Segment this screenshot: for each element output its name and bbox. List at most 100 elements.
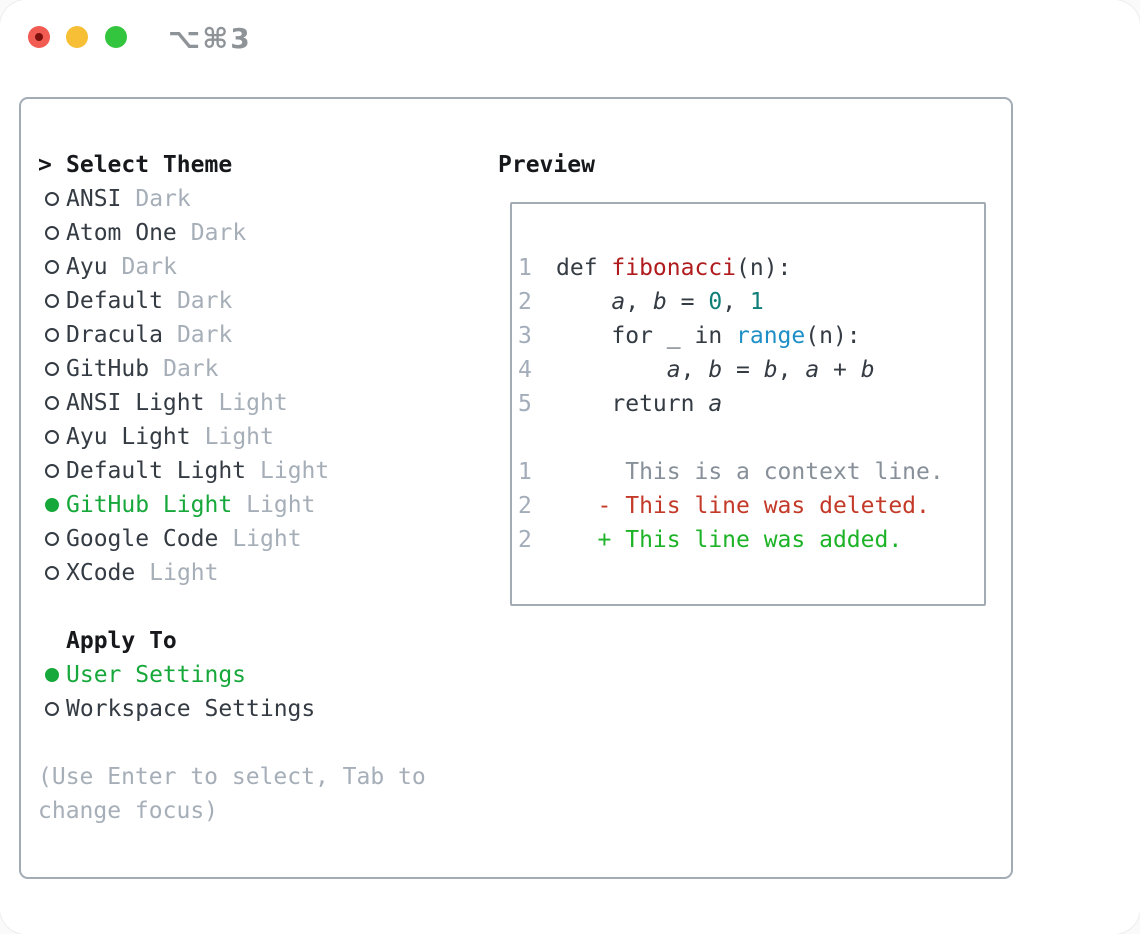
preview-code-line: 2 + This line was added. [518, 523, 984, 557]
apply-to-option[interactable]: User Settings [38, 658, 488, 692]
code-token [556, 289, 611, 315]
theme-option[interactable]: Default Light Light [38, 454, 488, 488]
code-token: + This line was added. [597, 527, 903, 553]
code-token: This is a context line. [556, 459, 944, 485]
code-token: (n): [736, 255, 792, 281]
option-variant-label: Dark [121, 254, 177, 280]
close-button[interactable] [28, 26, 50, 48]
code-token: return [556, 391, 709, 417]
radio-icon [45, 192, 59, 206]
option-label: ANSI [66, 186, 122, 212]
option-variant-label: Dark [190, 220, 247, 246]
theme-option[interactable]: GitHub Light Light [38, 488, 488, 522]
minimize-button[interactable] [66, 26, 88, 48]
option-variant-label: Light [260, 458, 330, 484]
code-token [556, 357, 667, 383]
code-token: - This line was deleted. [597, 493, 930, 519]
preview-code-line: 1 This is a context line. [518, 455, 984, 489]
line-number: 3 [518, 323, 532, 349]
option-variant-label: Light [218, 390, 288, 416]
select-theme-heading: > Select Theme [38, 148, 488, 182]
code-token: b [860, 357, 875, 383]
option-variant-label: Dark [163, 356, 219, 382]
theme-option[interactable]: ANSI Dark [38, 182, 488, 216]
select-theme-heading-label: Select Theme [66, 152, 233, 178]
code-token: , [680, 357, 709, 383]
code-token: a [666, 357, 681, 383]
option-variant-label: Dark [176, 288, 233, 314]
code-token: a [611, 289, 626, 315]
option-variant-label: Light [149, 560, 219, 586]
option-label: GitHub Light [66, 492, 233, 518]
code-token: , [625, 289, 653, 315]
code-token: , [777, 357, 806, 383]
apply-to-option[interactable]: Workspace Settings [38, 692, 488, 726]
line-number: 2 [518, 493, 532, 519]
line-number: 1 [518, 255, 532, 281]
apply-to-heading-label: Apply To [66, 628, 177, 654]
code-token: b [708, 357, 723, 383]
radio-icon [45, 702, 59, 716]
option-label: Ayu Light [66, 424, 191, 450]
option-variant-label: Light [246, 492, 316, 518]
window-title: ⌥⌘3 [168, 22, 252, 55]
radio-icon [45, 260, 59, 274]
radio-icon [45, 328, 59, 342]
radio-selected-icon [45, 498, 59, 512]
zoom-button[interactable] [105, 26, 127, 48]
option-variant-label: Dark [135, 186, 191, 212]
option-label: Default Light [66, 458, 247, 484]
code-token: def [556, 255, 612, 281]
theme-option[interactable]: GitHub Dark [38, 352, 488, 386]
preview-code-line: 4 a, b = b, a + b [518, 353, 984, 387]
preview-code-line: 3 for _ in range(n): [518, 319, 984, 353]
theme-option[interactable]: Atom One Dark [38, 216, 488, 250]
preview-heading-label: Preview [498, 152, 595, 178]
preview-spacer [518, 421, 984, 455]
radio-icon [45, 566, 59, 580]
code-token: a [805, 357, 820, 383]
code-token: 0 [708, 289, 723, 315]
title-bar: ⌥⌘3 [0, 0, 1140, 74]
preview-code-line: 5 return a [518, 387, 984, 421]
cursor-prompt-icon: > [38, 152, 52, 178]
option-label: Dracula [66, 322, 163, 348]
code-token: b [652, 289, 667, 315]
diff-preview: 1 This is a context line. 2 - This line w… [518, 455, 984, 557]
option-label: Atom One [66, 220, 177, 246]
line-number: 2 [518, 289, 532, 315]
option-label: XCode [66, 560, 136, 586]
code-token: range [736, 323, 806, 349]
code-token: a [708, 391, 723, 417]
code-token: for _ in [556, 323, 737, 349]
apply-to-heading: Apply To [38, 624, 488, 658]
line-number: 5 [518, 391, 532, 417]
radio-icon [45, 362, 59, 376]
code-token: b [763, 357, 778, 383]
line-number: 2 [518, 527, 532, 553]
code-token: (n): [805, 323, 861, 349]
code-token: + [819, 357, 861, 383]
theme-option[interactable]: XCode Light [38, 556, 488, 590]
option-label: User Settings [66, 662, 247, 688]
radio-selected-icon [45, 668, 59, 682]
code-token [556, 527, 598, 553]
option-label: GitHub [66, 356, 150, 382]
code-token [556, 493, 598, 519]
radio-icon [45, 430, 59, 444]
